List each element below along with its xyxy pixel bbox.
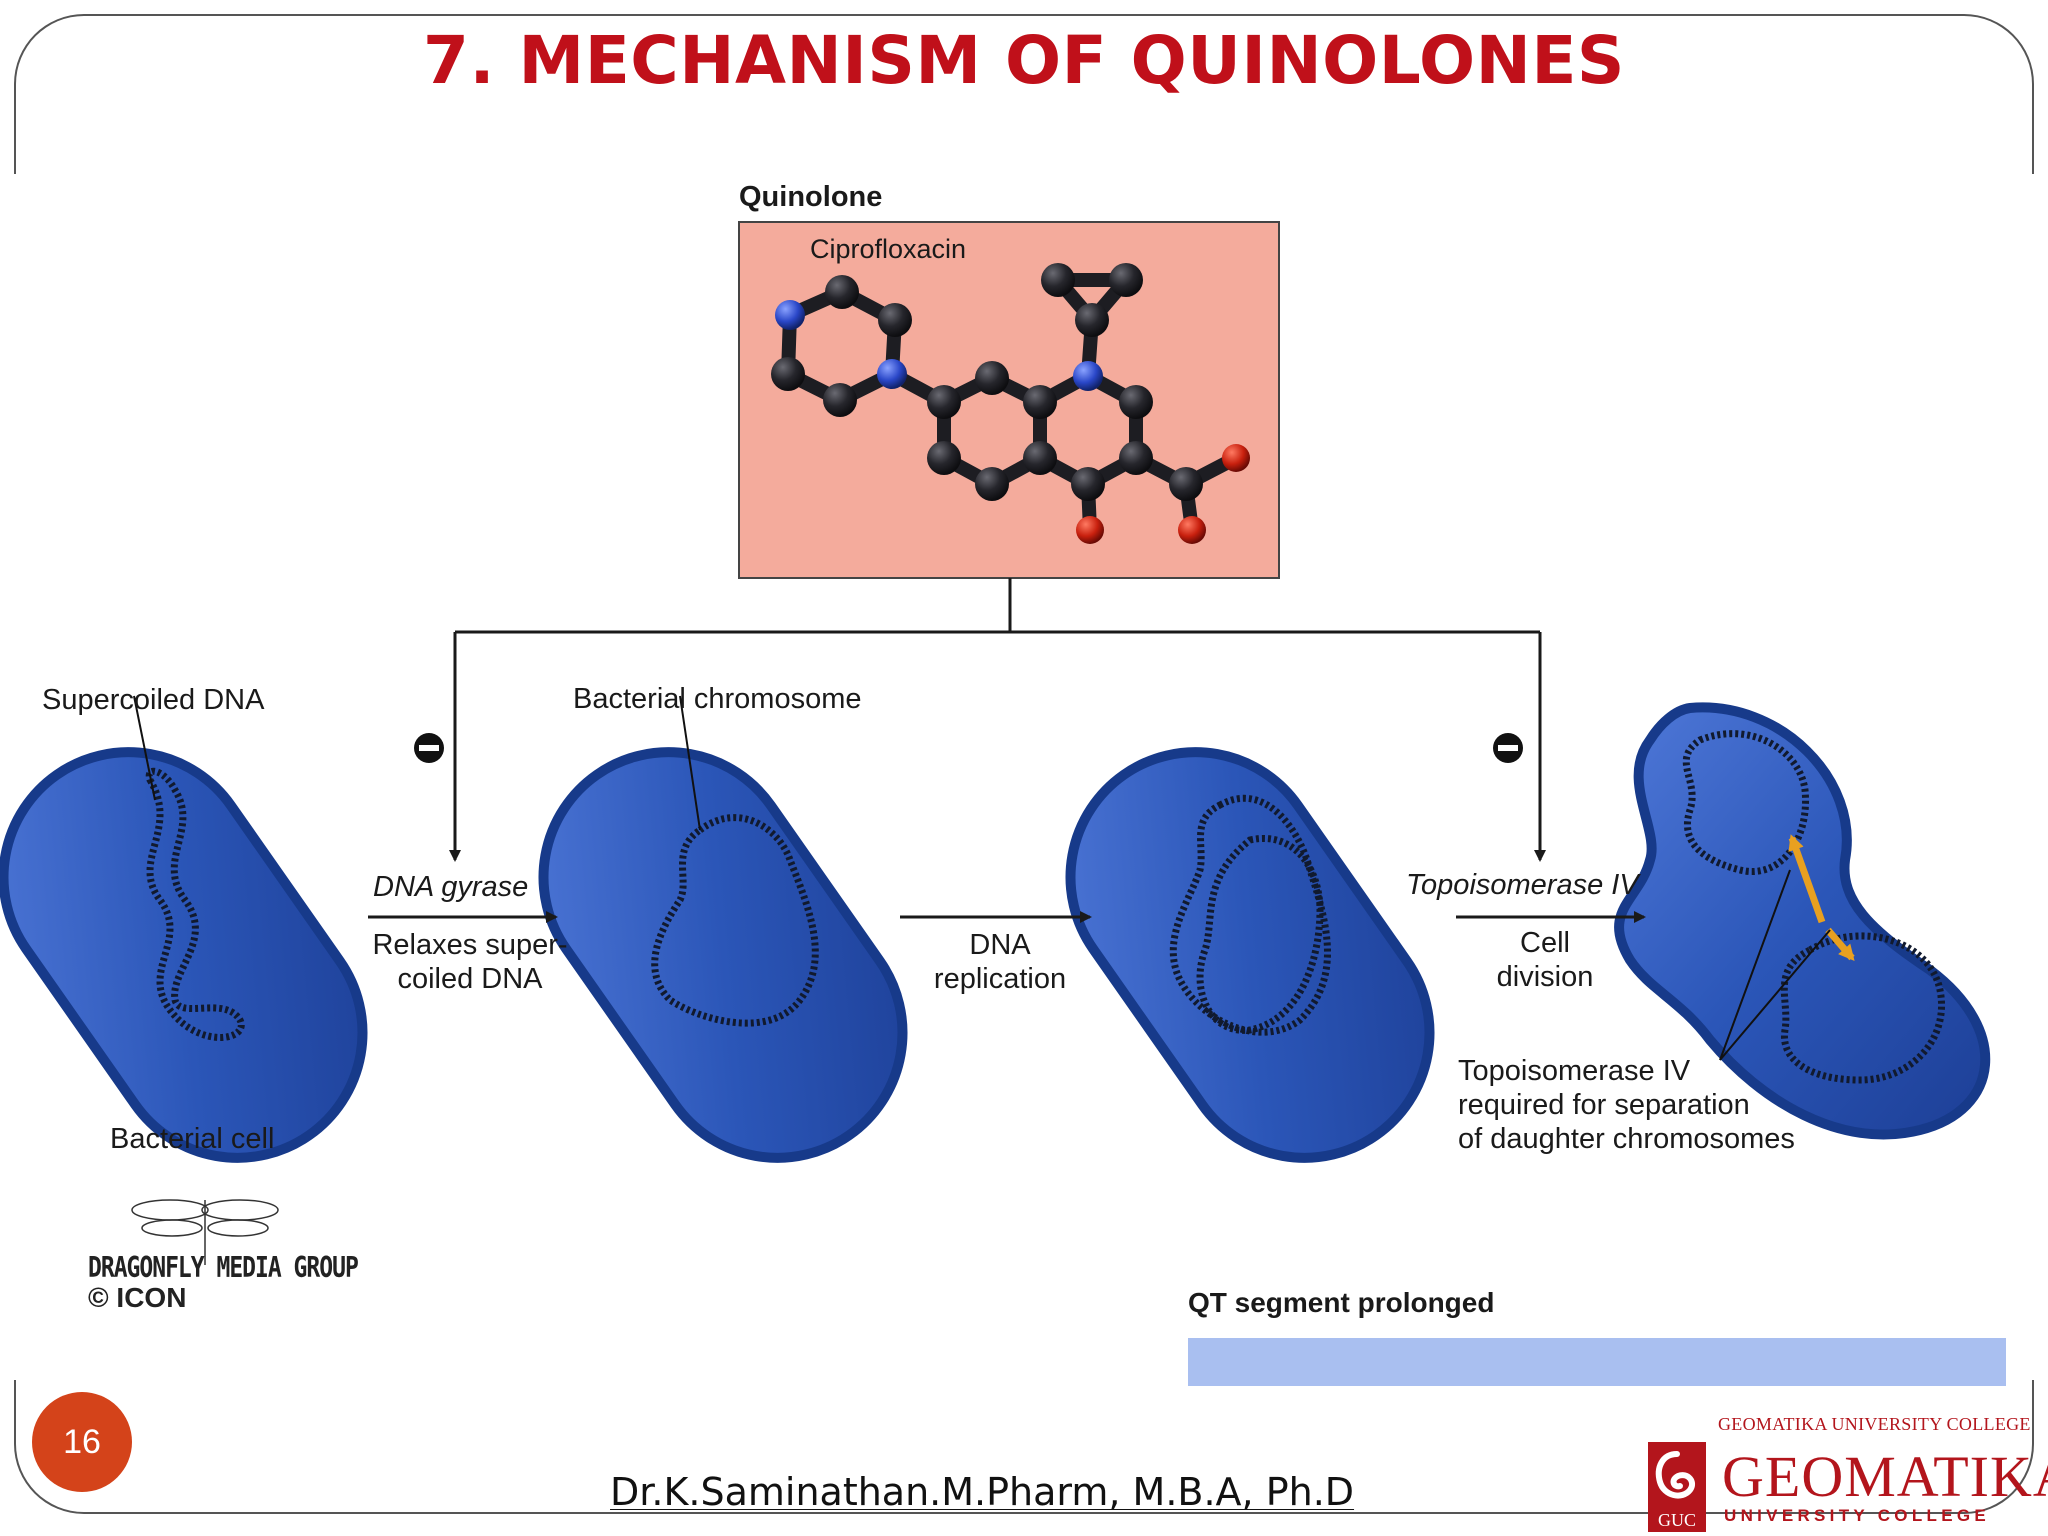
molecule-atoms (771, 263, 1250, 544)
bacterial-cell-1 (0, 695, 368, 1163)
drug-class-label: Quinolone (739, 181, 883, 213)
slide-frame-bottom (14, 1380, 2034, 1514)
supercoiled-dna-label: Supercoiled DNA (42, 684, 265, 716)
qt-segment-caption: QT segment prolonged (1188, 1287, 1495, 1318)
slide-title: 7. MECHANISM OF QUINOLONES (423, 22, 1625, 99)
step2-line2: replication (933, 963, 1067, 995)
step1-line2: coiled DNA (397, 963, 543, 995)
step3-line2: division (1496, 961, 1594, 993)
qt-panel-strip (1188, 1338, 2006, 1398)
page-number-badge: 16 (32, 1392, 132, 1492)
step3-text: Cell division (1460, 926, 1630, 994)
bacterial-cell-label: Bacterial cell (110, 1123, 275, 1155)
topoisomerase-note: Topoisomerase IV required for separation… (1458, 1054, 1795, 1156)
logo-sub-text: UNIVERSITY COLLEGE (1724, 1506, 1991, 1525)
inhibit-symbol-topoisomerase (1493, 733, 1523, 763)
credit-dragonfly: DRAGONFLY MEDIA GROUP (88, 1252, 359, 1285)
mechanism-diagram: Quinolone Ciprofloxacin Supercoiled DNA … (0, 140, 2048, 1398)
note-line3: of daughter chromosomes (1458, 1123, 1795, 1155)
slide-frame-top (14, 14, 2034, 174)
diagram-graphics (0, 221, 2006, 1398)
dragonfly-logo (131, 1199, 279, 1265)
geomatika-emblem-icon: GUC (1648, 1442, 1706, 1532)
inhibit-symbol-gyrase (414, 733, 444, 763)
bacterial-chromosome-label: Bacterial chromosome (573, 683, 862, 715)
inhibition-connectors (449, 578, 1546, 862)
emblem-text: GUC (1658, 1510, 1696, 1530)
step2-text: DNA replication (910, 928, 1090, 996)
step1-line1: Relaxes super- (372, 929, 568, 961)
logo-top-text: GEOMATIKA UNIVERSITY COLLEGE (1718, 1414, 2031, 1434)
step2-line1: DNA (969, 929, 1031, 961)
bacterial-cell-2 (538, 695, 908, 1163)
step3-line1: Cell (1520, 927, 1570, 959)
bacterial-cell-3 (1065, 747, 1435, 1163)
bacterial-cell-dividing (1614, 702, 1991, 1140)
drug-name-label: Ciprofloxacin (810, 234, 967, 264)
step1-text: Relaxes super- coiled DNA (370, 928, 570, 996)
dna-gyrase-label: DNA gyrase (373, 871, 529, 903)
author-credit: Dr.K.Saminathan.M.Pharm, M.B.A, Ph.D (610, 1470, 1355, 1514)
credit-icon: © ICON (88, 1282, 187, 1313)
topoisomerase-label: Topoisomerase IV (1406, 869, 1639, 901)
note-line2: required for separation (1458, 1089, 1750, 1121)
note-line1: Topoisomerase IV (1458, 1055, 1691, 1087)
logo-main-text: GEOMATIKA (1722, 1444, 2048, 1509)
